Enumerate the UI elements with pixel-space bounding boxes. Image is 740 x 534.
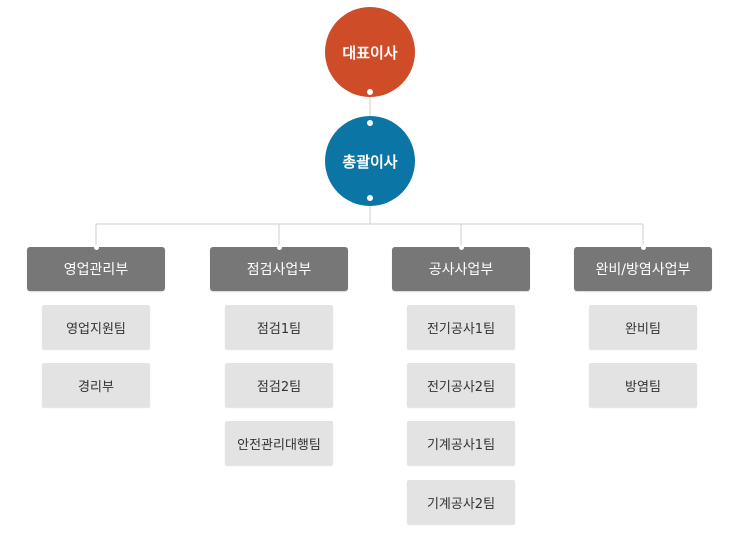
ceo-node: 대표이사 [325,7,415,97]
team-box: 완비팀 [589,305,697,349]
dept-label: 영업관리부 [63,262,129,278]
dept-connector-dot [277,245,282,250]
dept-label: 공사사업부 [428,262,494,278]
team-label: 영업지원팀 [66,321,126,337]
ceo-connector-dot [367,89,373,95]
team-box: 점검1팀 [225,305,333,349]
dept-label: 점검사업부 [246,262,312,278]
team-label: 안전관리대행팀 [237,437,321,453]
team-box: 기계공사1팀 [407,421,515,465]
team-box: 전기공사2팀 [407,363,515,407]
gm-node: 총괄이사 [325,116,415,206]
team-box: 기계공사2팀 [407,480,515,524]
dept-label: 완비/방염사업부 [595,262,691,278]
dept-inspection: 점검사업부 [210,245,348,291]
dept-connector-dot [94,245,99,250]
team-label: 점검1팀 [256,321,302,337]
team-label: 기계공사2팀 [426,496,496,512]
team-label: 전기공사1팀 [426,321,496,337]
gm-label: 총괄이사 [342,152,398,171]
dept-connector-dot [641,245,646,250]
dept-construction: 공사사업부 [392,245,530,291]
dept-connector-dot [459,245,464,250]
team-label: 방염팀 [625,379,661,395]
team-box: 점검2팀 [225,363,333,407]
gm-top-dot [367,120,373,126]
team-label: 완비팀 [625,321,661,337]
team-label: 전기공사2팀 [426,379,496,395]
team-box: 경리부 [42,363,150,407]
team-label: 경리부 [78,379,114,395]
team-label: 점검2팀 [256,379,302,395]
dept-fire-safety: 완비/방염사업부 [574,245,712,291]
team-box: 안전관리대행팀 [225,421,333,465]
gm-bottom-dot [367,195,373,201]
team-label: 기계공사1팀 [426,437,496,453]
team-box: 전기공사1팀 [407,305,515,349]
ceo-label: 대표이사 [342,43,398,62]
team-box: 영업지원팀 [42,305,150,349]
dept-sales-admin: 영업관리부 [27,245,165,291]
team-box: 방염팀 [589,363,697,407]
